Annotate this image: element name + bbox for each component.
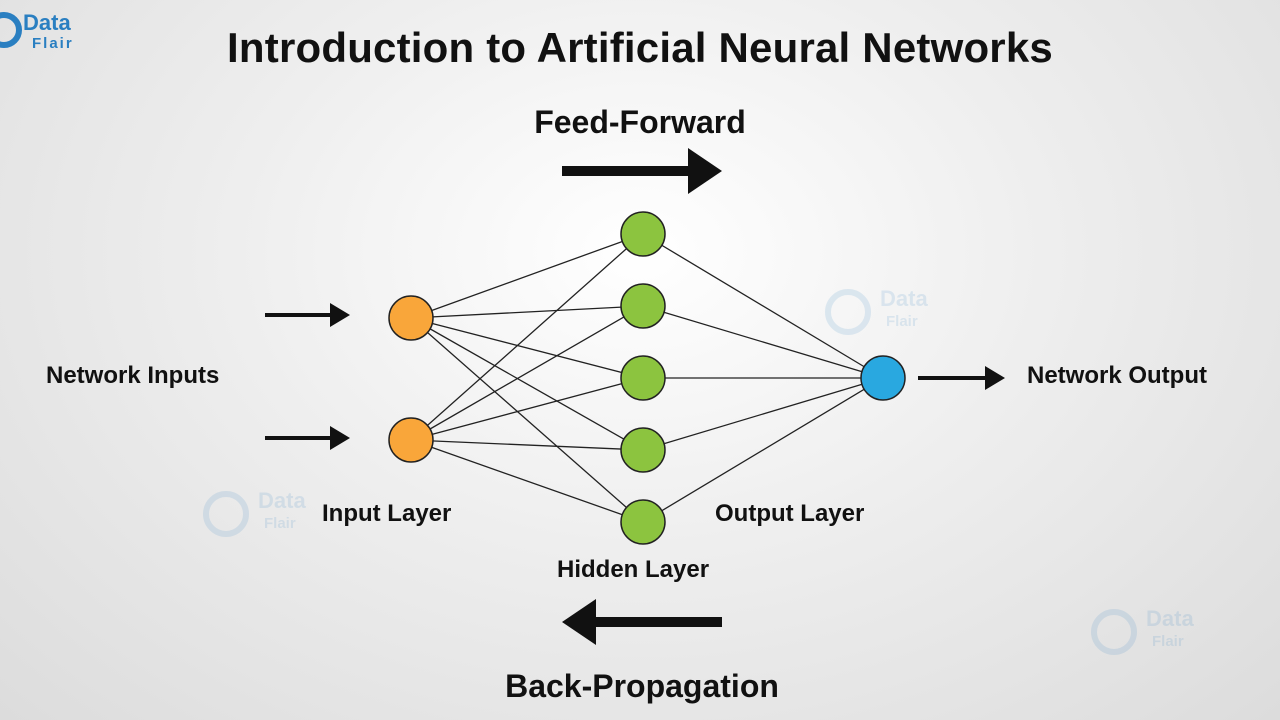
feed-forward-arrow-icon: [562, 148, 722, 194]
input-node: [388, 295, 434, 341]
hidden-output-connection: [642, 305, 884, 379]
feed-forward-label: Feed-Forward: [534, 104, 746, 140]
hidden-output-connection: [642, 233, 884, 379]
logo-text-line1: Data: [23, 10, 71, 35]
input-hidden-connection: [410, 377, 644, 441]
watermark-text-line1: Data: [1146, 606, 1194, 631]
watermark-text-line1: Data: [880, 286, 928, 311]
input-hidden-connection: [410, 317, 644, 379]
input-arrow-icon: [265, 426, 350, 450]
network-output-label: Network Output: [1027, 362, 1207, 389]
connections: [410, 233, 884, 523]
hidden-output-connection: [642, 377, 884, 451]
hidden-node: [620, 499, 666, 545]
hidden-node: [620, 427, 666, 473]
watermark-text-line2: Flair: [1152, 633, 1184, 650]
watermark-icon: [825, 289, 871, 335]
input-hidden-connection: [410, 317, 644, 451]
watermark-text-line1: Data: [258, 488, 306, 513]
input-hidden-connection: [410, 317, 644, 523]
watermark-center: Data Flair: [825, 286, 928, 335]
output-layer-label: Output Layer: [715, 500, 865, 527]
page-title: Introduction to Artificial Neural Networ…: [227, 24, 1053, 71]
hidden-output-connection: [642, 377, 884, 523]
logo-mark-icon: [0, 12, 22, 48]
input-hidden-connection: [410, 305, 644, 319]
input-hidden-connection: [410, 233, 644, 319]
hidden-layer-label: Hidden Layer: [557, 556, 710, 583]
watermark-left: Data Flair: [203, 488, 306, 537]
nodes: [388, 211, 906, 545]
watermark-icon: [1091, 609, 1137, 655]
input-hidden-connection: [410, 305, 644, 441]
back-propagation-arrow-icon: [562, 599, 722, 645]
hidden-node: [620, 211, 666, 257]
output-arrow-icon: [918, 366, 1005, 390]
hidden-node: [620, 355, 666, 401]
output-node: [860, 355, 906, 401]
back-propagation-label: Back-Propagation: [505, 668, 779, 704]
input-hidden-connection: [410, 233, 644, 441]
watermark-text-line2: Flair: [264, 515, 296, 532]
logo-text-line2: Flair: [32, 35, 74, 52]
watermark-right: Data Flair: [1091, 606, 1194, 655]
dataflair-logo: Data Flair: [0, 10, 74, 52]
watermark-icon: [203, 491, 249, 537]
input-hidden-connection: [410, 439, 644, 523]
watermark-text-line2: Flair: [886, 313, 918, 330]
network-inputs-label: Network Inputs: [46, 362, 220, 389]
input-arrow-icon: [265, 303, 350, 327]
hidden-node: [620, 283, 666, 329]
input-node: [388, 417, 434, 463]
input-layer-label: Input Layer: [322, 500, 452, 527]
input-hidden-connection: [410, 439, 644, 451]
